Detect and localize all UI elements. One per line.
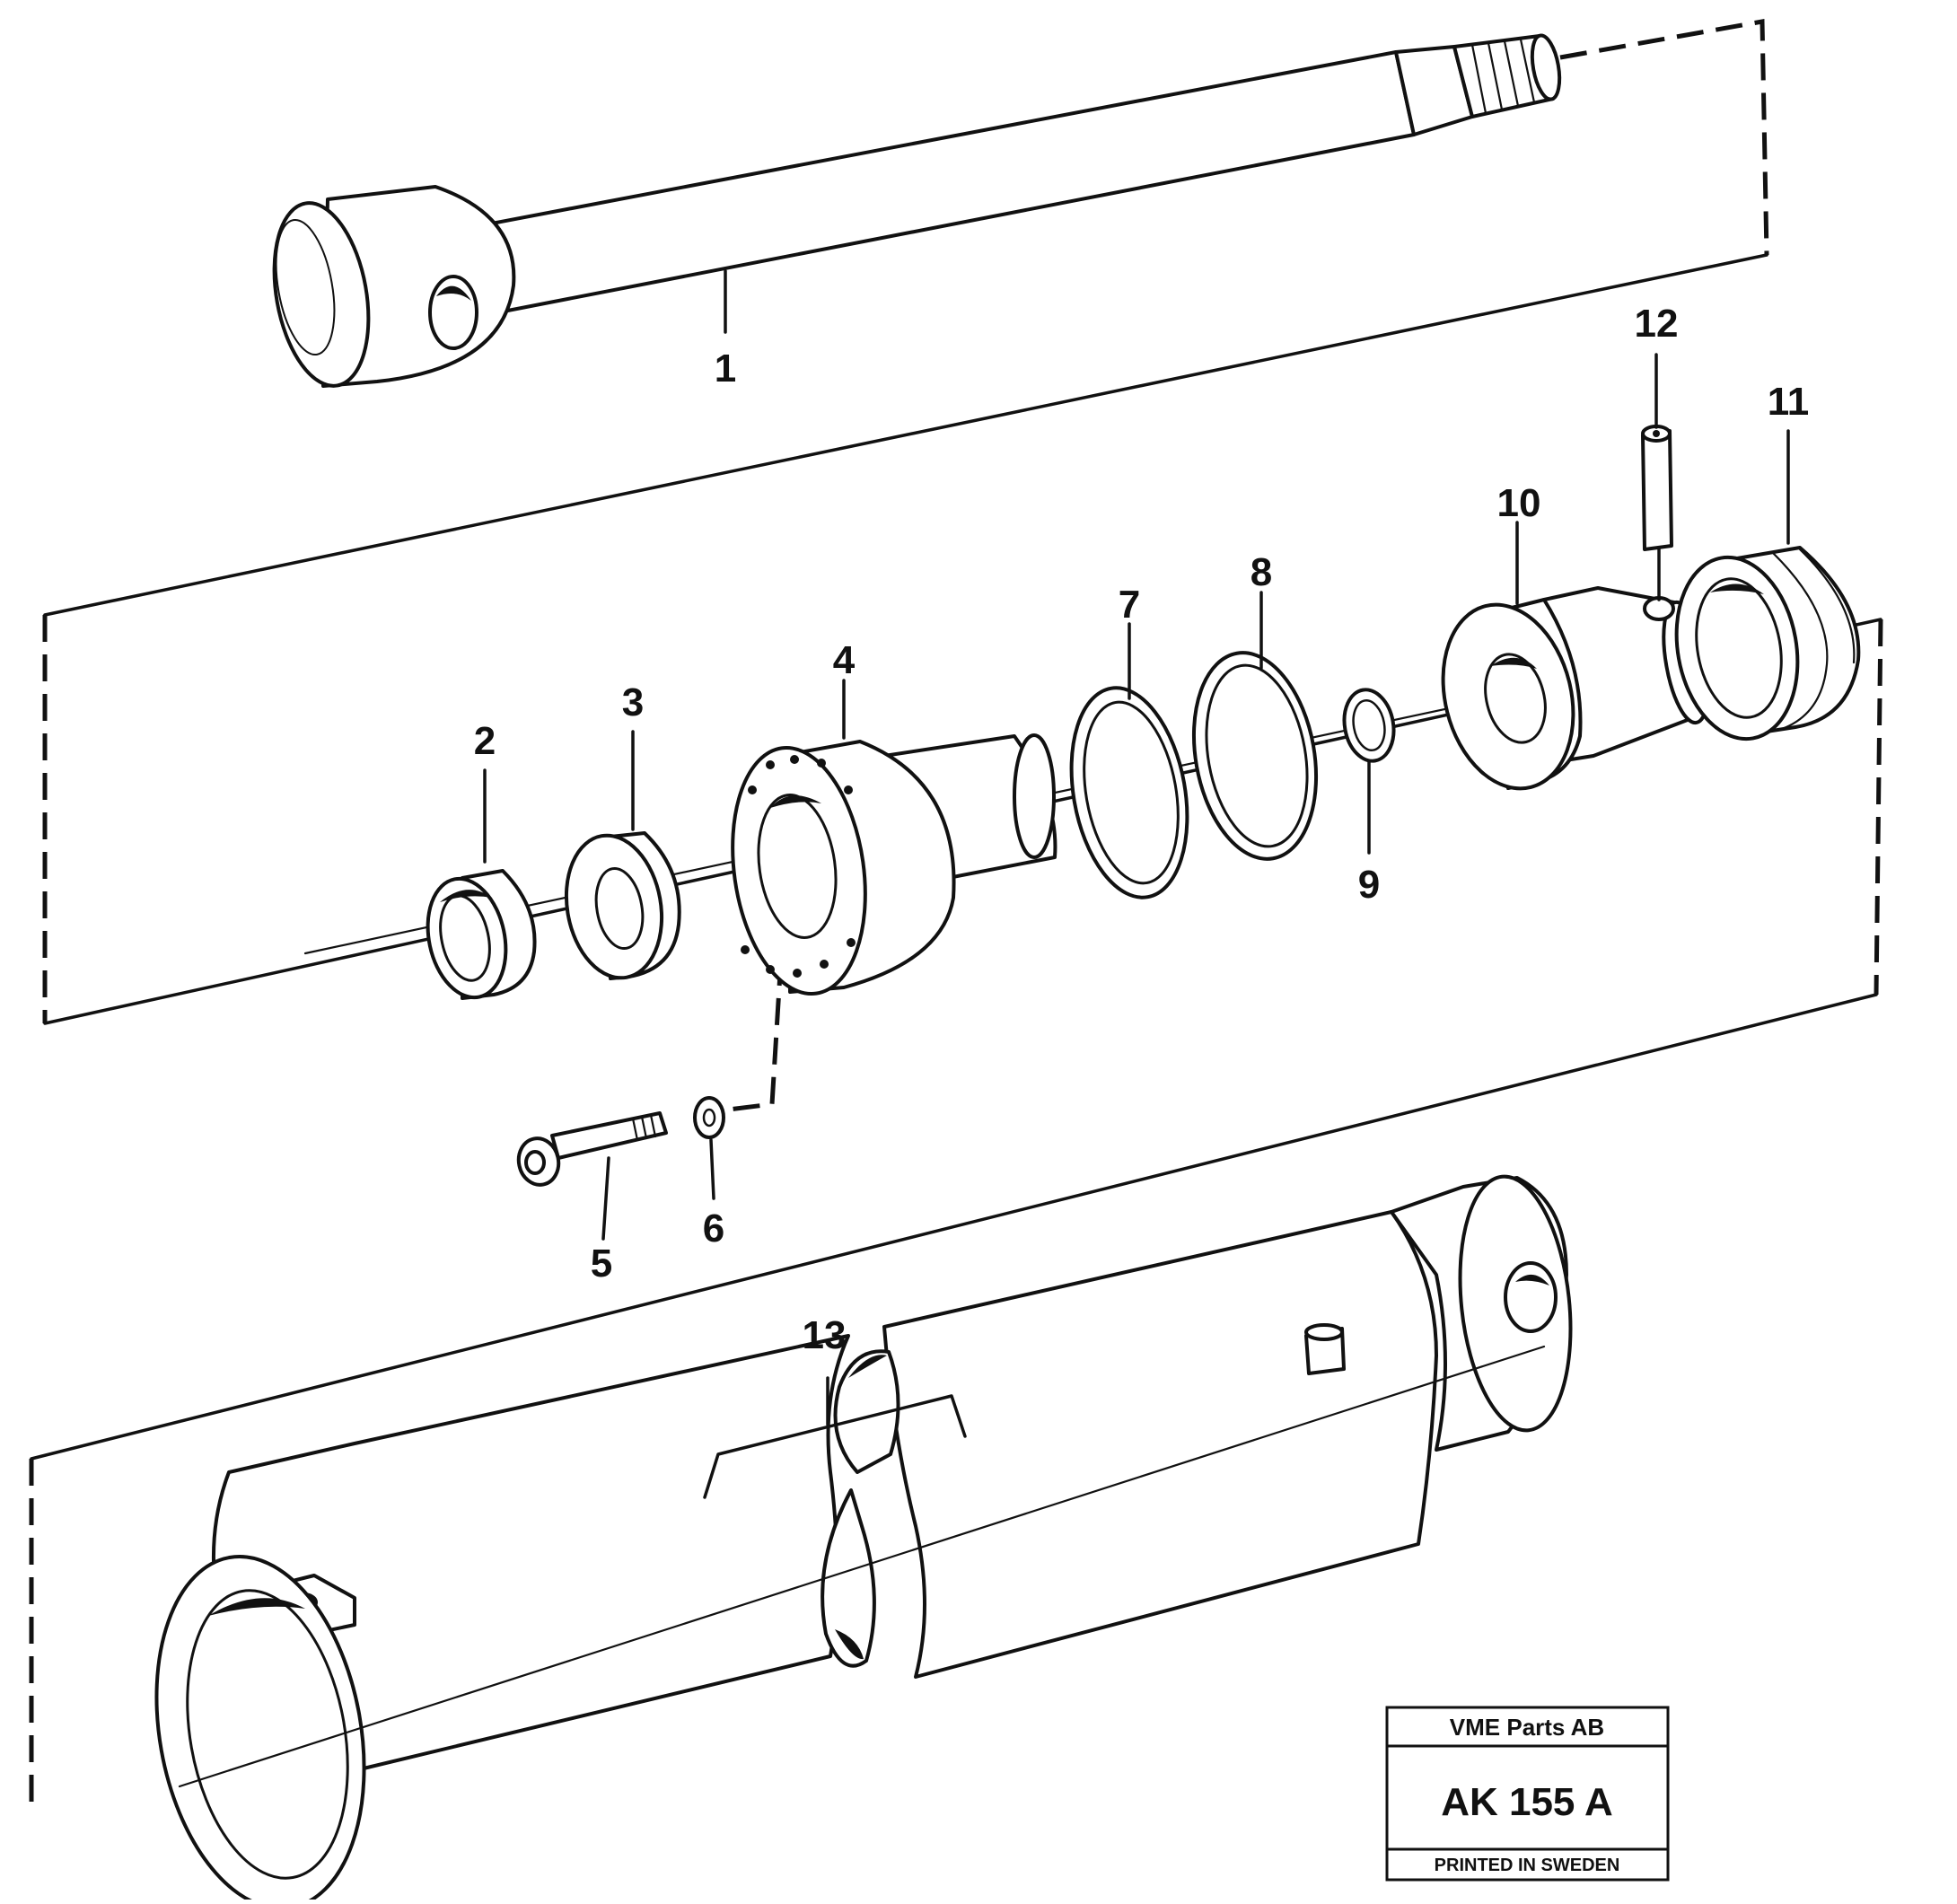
title-block-company: VME Parts AB: [1450, 1714, 1604, 1741]
callout-11: 11: [1768, 380, 1810, 424]
cylinder-barrel: [154, 1174, 1573, 1904]
callout-6: 6: [703, 1206, 724, 1250]
title-block-code: AK 155 A: [1441, 1780, 1613, 1824]
rod-seal: [564, 730, 681, 980]
lock-pin: [1641, 353, 1675, 621]
washer: [693, 1096, 725, 1200]
title-block-footer: PRINTED IN SWEDEN: [1435, 1856, 1620, 1875]
callout-3: 3: [622, 680, 644, 724]
callout-13: 13: [803, 1313, 847, 1357]
piston-rod: [272, 33, 1562, 388]
callout-10: 10: [1497, 481, 1541, 525]
cylinder-head: [731, 679, 1057, 996]
callout-12: 12: [1635, 302, 1679, 346]
callout-7: 7: [1119, 583, 1140, 627]
wiper-ring: [426, 768, 537, 1000]
piston: [1441, 521, 1710, 791]
callout-8: 8: [1251, 550, 1272, 594]
callout-4: 4: [833, 638, 856, 682]
callout-1: 1: [715, 347, 736, 390]
o-ring-large: [1191, 591, 1319, 861]
callout-5: 5: [591, 1242, 612, 1285]
piston-seal: [1674, 429, 1861, 741]
backup-ring: [1069, 622, 1189, 899]
callout-9: 9: [1358, 863, 1380, 907]
title-block: VME Parts AB AK 155 A PRINTED IN SWEDEN: [1385, 1706, 1670, 1882]
callouts: 1 2 3 4 5 6 7 8 9 10 11 12 13: [474, 302, 1810, 1357]
socket-screw: [516, 1111, 668, 1241]
o-ring-small: [1342, 688, 1396, 855]
callout-2: 2: [474, 719, 496, 763]
